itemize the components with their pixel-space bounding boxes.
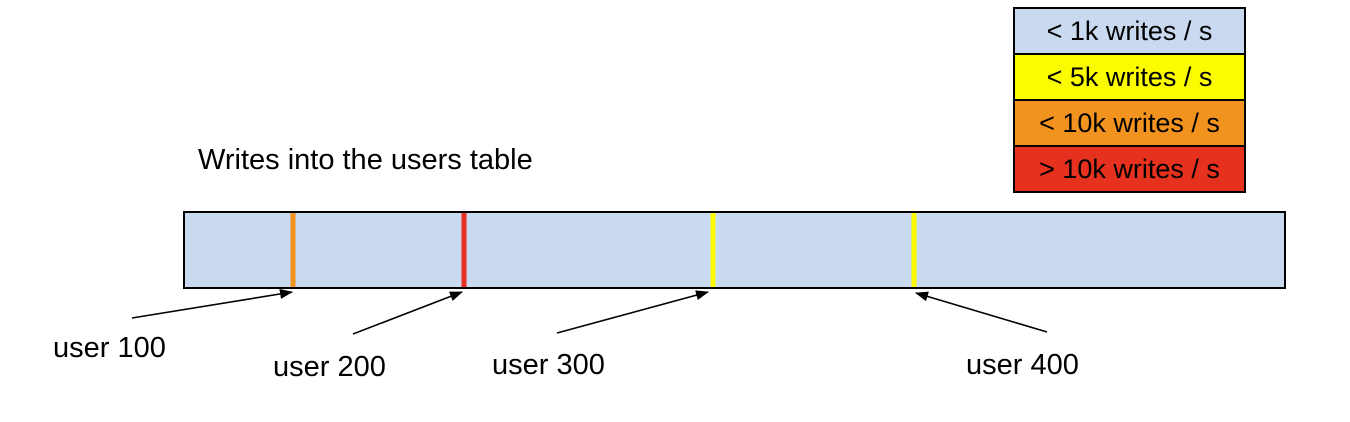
user-label-2: user 300	[492, 349, 605, 381]
legend-item-1: < 5k writes / s	[1013, 53, 1246, 101]
user-arrow-3	[915, 291, 1048, 333]
legend-item-label: < 10k writes / s	[1039, 107, 1220, 138]
legend-item-label: < 5k writes / s	[1046, 61, 1213, 92]
legend-item-0: < 1k writes / s	[1013, 7, 1246, 55]
write-hotspot-tick-2	[710, 213, 716, 287]
user-arrow-0	[131, 288, 293, 319]
users-table-bar	[183, 211, 1286, 289]
user-label-3: user 400	[966, 349, 1079, 381]
user-arrow-2	[556, 290, 709, 334]
legend: < 1k writes / s < 5k writes / s < 10k writ…	[1013, 7, 1246, 193]
legend-item-label: > 10k writes / s	[1039, 153, 1220, 184]
legend-item-3: > 10k writes / s	[1013, 145, 1246, 193]
diagram-title: Writes into the users table	[198, 144, 533, 176]
write-hotspot-tick-0	[290, 213, 296, 287]
write-hotspot-tick-3	[911, 213, 917, 287]
user-label-0: user 100	[53, 332, 166, 364]
legend-item-2: < 10k writes / s	[1013, 99, 1246, 147]
write-hotspot-tick-1	[461, 213, 467, 287]
user-label-1: user 200	[273, 351, 386, 383]
legend-item-label: < 1k writes / s	[1046, 15, 1213, 46]
user-arrow-1	[352, 291, 463, 335]
